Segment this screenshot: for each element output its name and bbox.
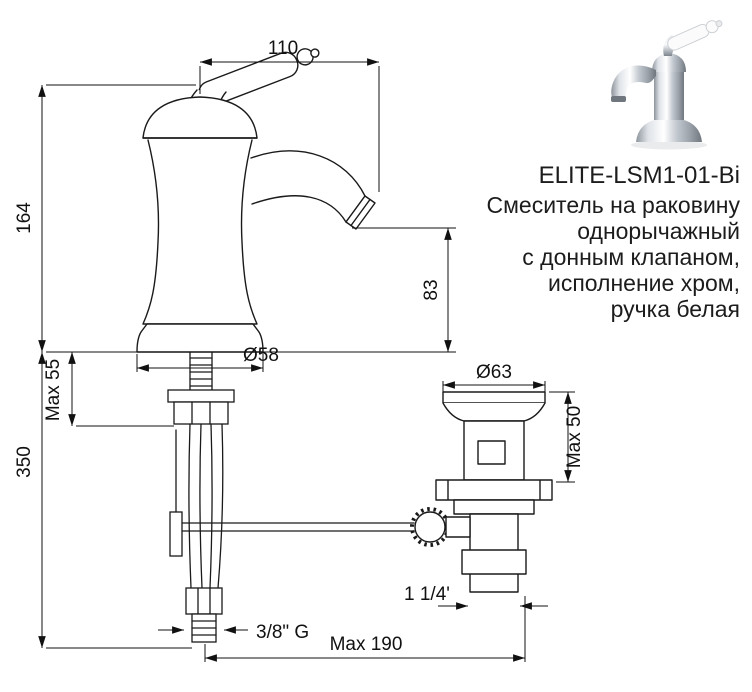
product-description-line: Смеситель на раковину [486,192,740,218]
faucet-drawing [136,48,376,353]
dim-drain-max-deck-label: Max 50 [564,406,585,468]
dim-drain-flange-diameter-label: Ø63 [476,362,512,383]
product-code: ELITE-LSM1-01-Bi [538,162,740,189]
dimension-lines [38,58,575,662]
product-description-line: однорычажный [577,218,740,244]
product-info: ELITE-LSM1-01-Bi Смеситель на раковину о… [486,162,740,323]
dim-max-reach-label: Max 190 [330,634,403,655]
product-photo [611,20,723,150]
product-description-line: ручка белая [610,296,740,322]
dim-drain-connection-label: 1 1/4' [404,584,450,605]
dim-spout-reach-label: 110 [268,38,298,59]
product-description-line: с донным клапаном, [522,244,740,270]
product-description-line: исполнение хром, [547,270,740,296]
drain-drawing [410,391,553,593]
dim-supply-connection-label: 3/8" G [256,622,309,643]
dim-height-label: 164 [14,202,35,234]
dim-hose-length-label: 350 [14,446,35,478]
faucet-mounting [167,351,415,643]
dim-spout-outlet-height-label: 83 [421,279,442,300]
dim-base-diameter-label: Ø58 [243,345,279,366]
dim-max-deck-label: Max 55 [43,359,64,421]
